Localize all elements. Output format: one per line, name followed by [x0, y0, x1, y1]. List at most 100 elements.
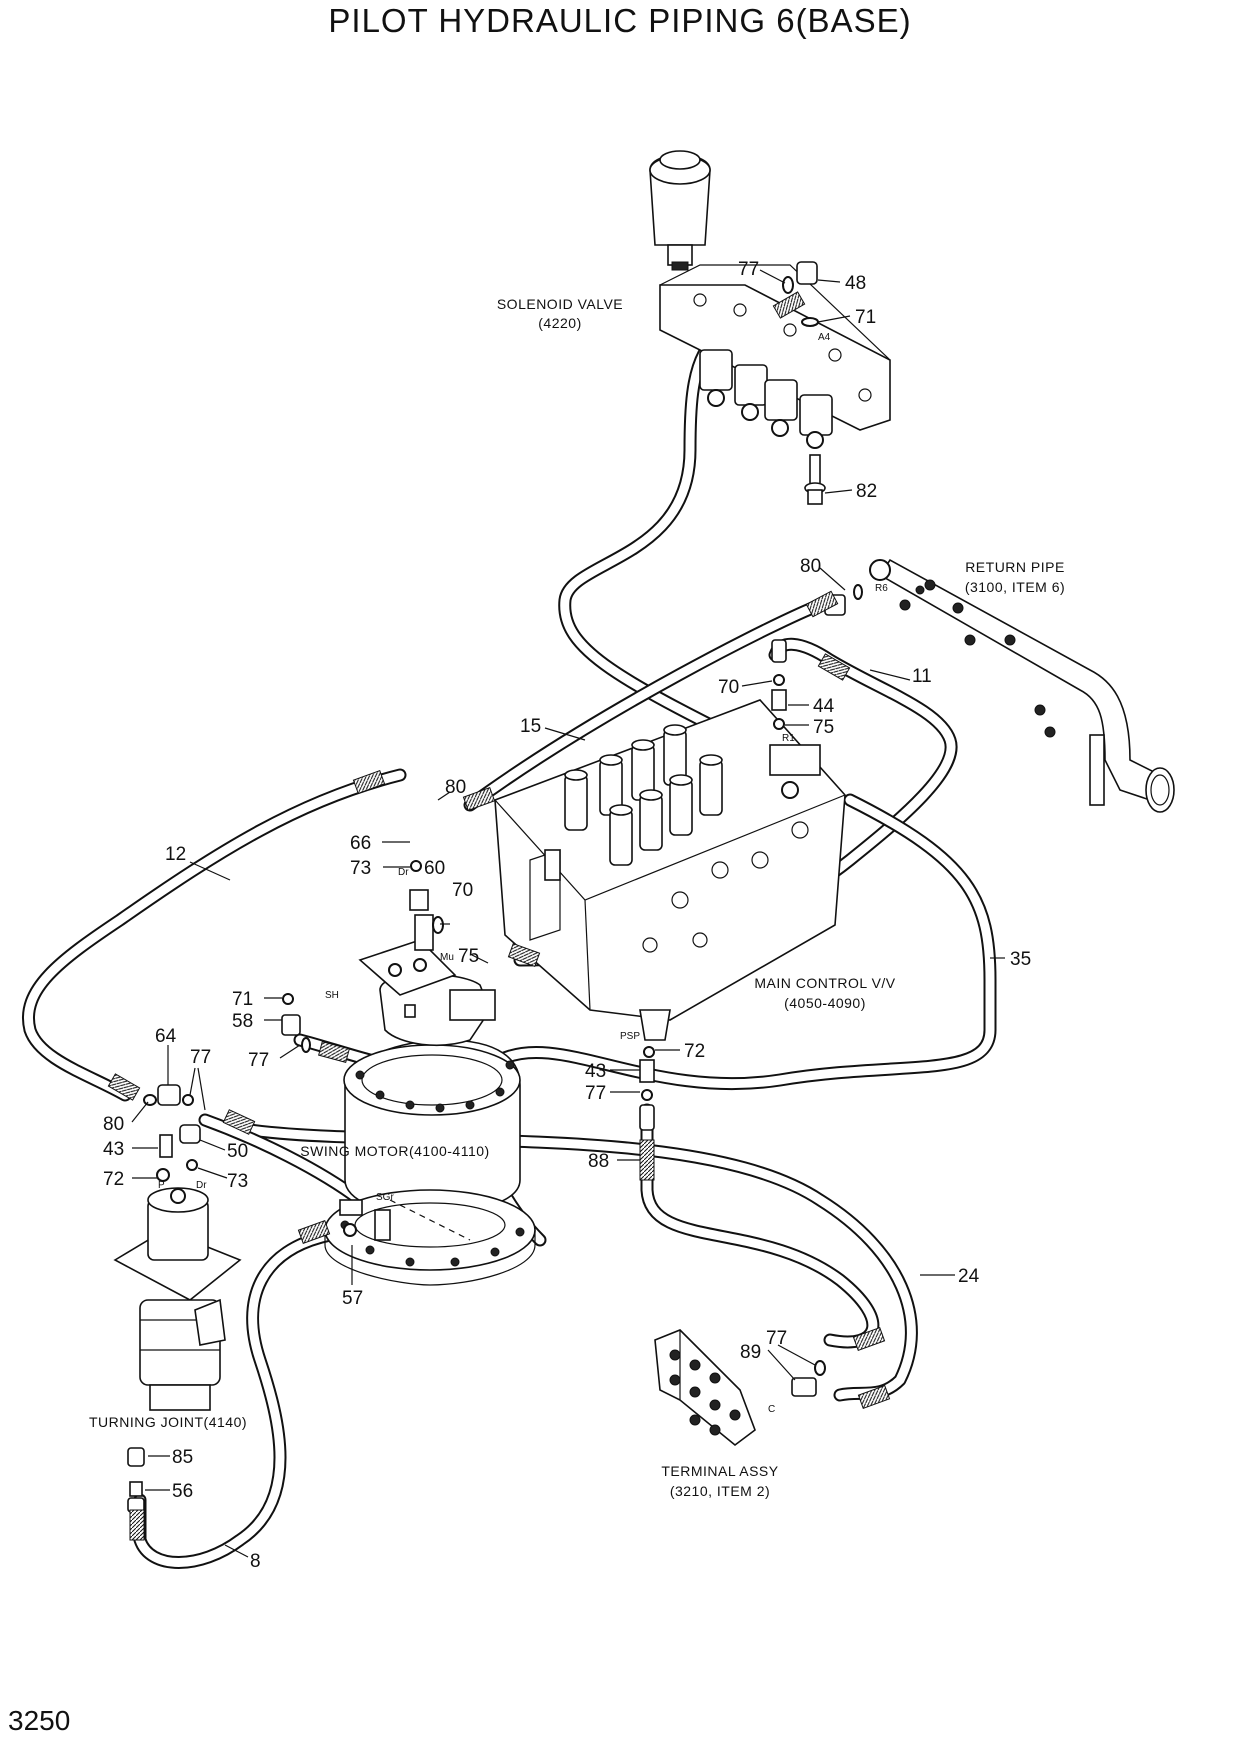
- callout-35: 35: [1010, 949, 1031, 970]
- callout-88: 88: [588, 1151, 609, 1172]
- callout-75-r: 75: [813, 717, 834, 738]
- callouts: 77 48 71 82 80 70 44 75 11 15 80 66 12 7…: [103, 259, 1031, 1572]
- o-ring-71-mid: [282, 993, 294, 1005]
- port-mu: Mu: [440, 952, 454, 963]
- o-ring-73-mid: [410, 860, 422, 872]
- callout-73-mid: 73: [350, 858, 371, 879]
- fitting-64: [157, 1084, 181, 1106]
- callout-70-r: 70: [718, 677, 739, 698]
- callout-77-term: 77: [766, 1328, 787, 1349]
- return-pipe-ref: (3100, ITEM 6): [965, 579, 1065, 595]
- callout-43-l: 43: [103, 1139, 124, 1160]
- callout-70-mid: 70: [452, 880, 473, 901]
- o-ring-71: [801, 317, 819, 327]
- main-control-valve: [494, 699, 846, 1058]
- callout-50: 50: [227, 1141, 248, 1162]
- callout-80-ll: 80: [103, 1114, 124, 1135]
- fitting-89: [791, 1377, 817, 1397]
- port-sh: SH: [325, 990, 339, 1001]
- o-ring-72-left: [156, 1168, 170, 1182]
- callout-80-l: 80: [445, 777, 466, 798]
- callout-60: 60: [424, 858, 445, 879]
- callout-11: 11: [912, 666, 932, 687]
- o-ring-73-left: [186, 1159, 198, 1171]
- main-control-valve-label: MAIN CONTROL V/V: [754, 975, 895, 991]
- callout-64: 64: [155, 1026, 177, 1047]
- page-number: 3250: [8, 1705, 71, 1736]
- hose-50: [198, 1113, 367, 1207]
- fitting-58: [281, 1014, 301, 1036]
- callout-24: 24: [958, 1266, 980, 1287]
- fitting-60: [414, 914, 434, 951]
- callout-89: 89: [740, 1342, 761, 1363]
- base-flange-bolts: [340, 1220, 525, 1267]
- o-ring-77-term: [814, 1360, 826, 1376]
- fitting-43-right: [639, 1059, 655, 1083]
- callout-56: 56: [172, 1481, 193, 1502]
- callout-77-r: 77: [585, 1083, 606, 1104]
- terminal-assy-label: TERMINAL ASSY: [661, 1463, 778, 1479]
- callout-66: 66: [350, 833, 371, 854]
- callout-44: 44: [813, 696, 835, 717]
- callout-15: 15: [520, 716, 541, 737]
- port-p: P: [158, 1180, 165, 1191]
- callout-85: 85: [172, 1447, 193, 1468]
- fitting-48: [796, 261, 818, 285]
- callout-75-mid: 75: [458, 946, 479, 967]
- port-a4: A4: [818, 332, 831, 343]
- hose-88: [640, 1103, 880, 1349]
- solenoid-coils: [699, 349, 833, 449]
- o-ring-77: [782, 276, 794, 294]
- fitting-66: [409, 889, 429, 911]
- callout-12: 12: [165, 844, 186, 865]
- fitting-82: [809, 454, 821, 486]
- callout-82: 82: [856, 481, 877, 502]
- o-ring-75-r: [773, 718, 785, 730]
- callout-80-ret: 80: [800, 556, 821, 577]
- callout-72-l: 72: [103, 1169, 124, 1190]
- fitting-85: [127, 1447, 145, 1467]
- return-pipe-label: RETURN PIPE: [965, 559, 1065, 575]
- o-ring-77-mid: [301, 1037, 311, 1053]
- turning-joint-label: TURNING JOINT(4140): [89, 1414, 247, 1430]
- o-ring-70-r: [773, 674, 785, 686]
- fitting-44: [771, 689, 787, 711]
- page-title: PILOT HYDRAULIC PIPING 6(BASE): [328, 2, 912, 39]
- main-control-valve-ref: (4050-4090): [784, 995, 866, 1011]
- turning-joint: [113, 1084, 242, 1513]
- callout-43-r: 43: [585, 1061, 606, 1082]
- port-dr-joint: Dr: [196, 1180, 207, 1191]
- callout-72-r: 72: [684, 1041, 705, 1062]
- port-dr-valve: Dr: [398, 867, 409, 878]
- fitting-43-left: [159, 1134, 173, 1158]
- port-psp: PSP: [620, 1031, 640, 1042]
- return-pipe: [869, 558, 1175, 813]
- port-labels: A4 R6 R1 Dr Mu SH PSP SGr P Dr C: [158, 332, 888, 1415]
- o-ring-80-left: [143, 1094, 157, 1106]
- port-sgr: SGr: [376, 1192, 394, 1203]
- swing-motor-label: SWING MOTOR(4100-4110): [300, 1143, 489, 1159]
- callout-71-mid: 71: [232, 989, 253, 1010]
- callout-58: 58: [232, 1011, 253, 1032]
- solenoid-valve: [649, 150, 891, 505]
- solenoid-valve-label: SOLENOID VALVE: [497, 296, 623, 312]
- fitting-56: [129, 1481, 143, 1497]
- solenoid-valve-ref: (4220): [538, 315, 581, 331]
- callout-77-top: 77: [738, 259, 759, 280]
- port-r6: R6: [875, 583, 888, 594]
- o-ring-80-ret: [853, 584, 863, 600]
- mcv-spools: [564, 724, 723, 866]
- callout-73-l: 73: [227, 1171, 248, 1192]
- swing-motor: [281, 860, 536, 1286]
- return-pipe-fittings: [899, 579, 1056, 738]
- hose-ends: [107, 291, 891, 1541]
- callout-48: 48: [845, 273, 866, 294]
- o-ring-77-right: [641, 1089, 653, 1101]
- port-r1: R1: [782, 733, 795, 744]
- port-c: C: [768, 1404, 775, 1415]
- callout-77-mid: 77: [248, 1050, 269, 1071]
- callout-57: 57: [342, 1288, 363, 1309]
- component-captions: SOLENOID VALVE (4220) RETURN PIPE (3100,…: [89, 296, 1065, 1499]
- swing-motor-bolts: [355, 1060, 515, 1113]
